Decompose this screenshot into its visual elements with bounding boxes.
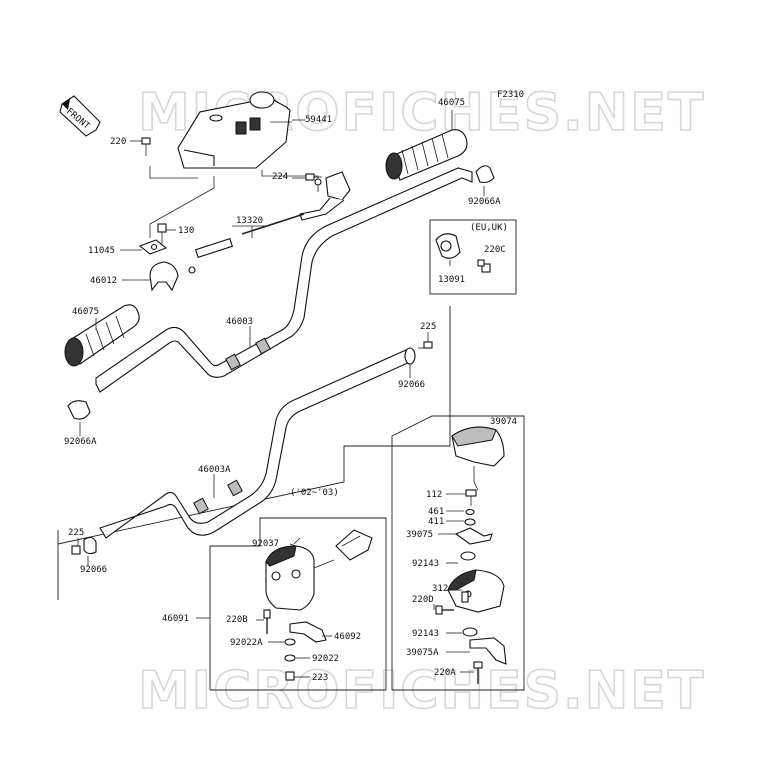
washer-411 <box>464 518 476 526</box>
label-92143-top: 92143 <box>412 559 439 569</box>
handlebar-46003 <box>95 167 473 393</box>
lever-46092 <box>289 621 327 643</box>
label-46012: 46012 <box>90 276 117 286</box>
label-11045: 11045 <box>88 246 115 256</box>
variant-02-03-label: ('02~'03) <box>290 488 339 498</box>
label-46003: 46003 <box>226 317 253 327</box>
label-39075A: 39075A <box>406 648 439 658</box>
eu-uk-label: (EU,UK) <box>470 223 508 233</box>
label-461: 461 <box>428 507 444 517</box>
connector-plug <box>335 529 373 561</box>
spring-92143-top <box>460 551 476 561</box>
switch-cover-39074 <box>451 426 505 467</box>
lever-39075 <box>454 527 493 545</box>
label-92066-top: 92066 <box>398 380 425 390</box>
label-220-top: 220 <box>110 137 126 147</box>
handlebar-cover <box>177 91 291 169</box>
label-130: 130 <box>178 226 194 236</box>
washer-92022A <box>284 638 296 646</box>
label-13091: 13091 <box>438 275 465 285</box>
lever-39075A <box>469 637 507 665</box>
screw-220-top <box>141 137 151 156</box>
screw-220C <box>477 259 491 273</box>
label-220A: 220A <box>434 668 456 678</box>
end-plug-92066-bottom <box>83 536 97 555</box>
label-224: 224 <box>272 172 288 182</box>
switch-assembly-46091 <box>265 545 335 611</box>
switch-box-46091 <box>209 517 387 691</box>
handlebar-46003A <box>99 349 411 539</box>
left-grip <box>64 304 140 367</box>
screw-223 <box>285 671 295 681</box>
spring-92143-bottom <box>462 627 478 637</box>
label-92066A-right: 92066A <box>468 197 501 207</box>
bolt-112 <box>465 489 477 506</box>
label-92066A-left: 92066A <box>64 437 97 447</box>
washer-11045 <box>138 239 168 255</box>
label-92022: 92022 <box>312 654 339 664</box>
screw-220B <box>263 609 271 634</box>
label-220C: 220C <box>484 245 506 255</box>
label-39075: 39075 <box>406 530 433 540</box>
label-92143-bottom: 92143 <box>412 629 439 639</box>
label-220B: 220B <box>226 615 248 625</box>
throttle-lever <box>299 171 351 221</box>
label-92022A: 92022A <box>230 638 263 648</box>
eu-uk-box <box>429 219 517 295</box>
label-312: 312 <box>432 584 448 594</box>
label-46075-right: 46075 <box>438 98 465 108</box>
right-grip <box>385 129 468 181</box>
label-46092: 46092 <box>334 632 361 642</box>
switch-box-39074 <box>391 415 525 691</box>
label-13320: 13320 <box>236 216 263 226</box>
screw-220D <box>435 605 454 615</box>
diagram-code: F2310 <box>497 90 524 100</box>
switch-housing-lower <box>447 569 505 613</box>
watermark-bottom: MICROFICHES.NET <box>138 661 705 721</box>
clamp-46012 <box>149 261 179 292</box>
label-92037: 92037 <box>252 539 279 549</box>
screw-225-bottom <box>71 545 81 555</box>
end-cap-left <box>67 400 91 420</box>
front-arrow-icon: FRONT <box>59 95 101 137</box>
label-46075-left: 46075 <box>72 307 99 317</box>
label-92066-bottom: 92066 <box>80 565 107 575</box>
pin-312 <box>461 591 469 603</box>
washer-461 <box>465 508 475 516</box>
label-46091: 46091 <box>162 614 189 624</box>
washer-92022 <box>284 654 296 662</box>
label-39074: 39074 <box>490 417 517 427</box>
label-411: 411 <box>428 517 444 527</box>
screw-225-top <box>418 341 433 349</box>
label-220D: 220D <box>412 595 434 605</box>
label-225-top: 225 <box>420 322 436 332</box>
screw-224 <box>305 173 322 181</box>
label-112: 112 <box>426 490 442 500</box>
switch-housing-13091 <box>435 233 461 259</box>
end-cap-right <box>475 165 495 184</box>
end-plug-92066-top <box>404 347 416 365</box>
label-46003A: 46003A <box>198 465 231 475</box>
label-59441: 59441 <box>305 115 332 125</box>
label-225-bottom: 225 <box>68 528 84 538</box>
screw-220A <box>473 661 483 684</box>
clamp-bolt-130 <box>157 223 167 246</box>
variant-02-03-frame <box>57 306 451 600</box>
label-223: 223 <box>312 673 328 683</box>
